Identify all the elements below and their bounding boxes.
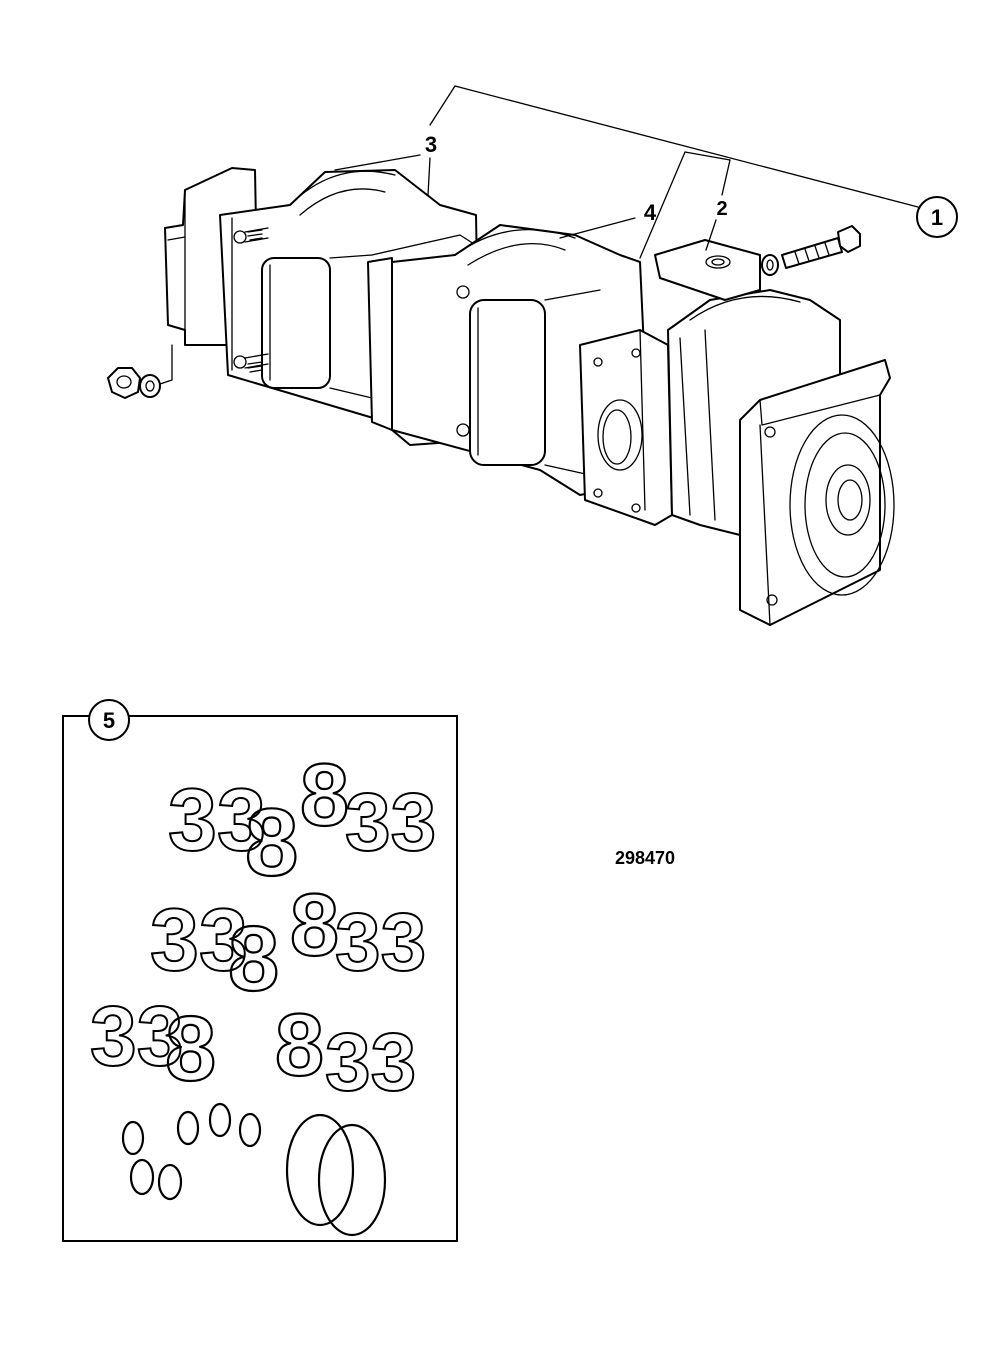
- callout-circle-5: [88, 699, 130, 741]
- seal-kit-frame: [62, 715, 458, 1242]
- large-o-rings: [285, 1113, 387, 1237]
- large-o-ring: [285, 1113, 355, 1227]
- o-ring: [129, 1158, 155, 1196]
- top-mounting-block: [654, 239, 761, 301]
- seal-kit-box: 5 33 8 8 33 33 8 8 33 33 8 8 33: [62, 699, 458, 1242]
- callout-label-2: 2: [716, 198, 727, 220]
- nut-leader: [159, 344, 173, 385]
- callout-circle-1: [916, 196, 958, 238]
- section-cover-plate-2: [469, 299, 546, 466]
- tie-rod-studs: [247, 229, 263, 373]
- o-ring: [157, 1163, 183, 1201]
- o-ring: [121, 1120, 145, 1156]
- hex-bolt: [781, 225, 861, 269]
- wear-plate-seal-5: 8: [165, 998, 216, 1100]
- seal-set-row-3: 33 8 8 33: [89, 988, 417, 1109]
- small-o-rings: [121, 1102, 262, 1201]
- backup-ring-pair-3: 33: [150, 890, 248, 989]
- leader-1-to-3: [429, 85, 456, 126]
- o-ring: [238, 1112, 262, 1148]
- backup-ring-pair-6: 33: [325, 1017, 416, 1108]
- leader-4: [559, 217, 636, 239]
- leader-1: [454, 85, 919, 208]
- drawing-part-number: 298470: [615, 848, 675, 868]
- leader-to-2: [721, 159, 731, 196]
- wear-plate-seal-6: 8: [275, 995, 324, 1094]
- callout-1: 1: [916, 196, 958, 238]
- backup-ring-pair-2: 33: [345, 777, 436, 868]
- wear-plate-seal-1: 8: [245, 789, 298, 896]
- hex-nut: [107, 367, 141, 399]
- backup-ring-pair-4: 33: [335, 897, 426, 988]
- o-ring: [176, 1110, 200, 1146]
- leader-2-part: [705, 219, 717, 251]
- leader-to-section: [639, 151, 686, 259]
- callout-label-3: 3: [425, 132, 437, 157]
- callout-label-5: 5: [103, 708, 115, 733]
- leader-3b: [427, 157, 431, 196]
- leader-3a: [334, 154, 421, 171]
- section-cover-plate: [261, 257, 331, 389]
- callout-label-1: 1: [931, 205, 943, 230]
- leader-1-junction: [684, 151, 731, 161]
- backup-ring-pair-1: 33: [168, 770, 266, 869]
- mounting-flange: [739, 359, 895, 626]
- seal-set-row-2: 33 8 8 33: [149, 874, 427, 1011]
- nut-washer: [139, 374, 161, 398]
- leader-lines: [334, 85, 919, 259]
- wear-plate-seal-3: 8: [228, 908, 279, 1010]
- backup-ring-pair-5: 33: [90, 989, 183, 1083]
- o-ring: [208, 1102, 232, 1138]
- large-o-ring: [317, 1123, 387, 1237]
- port-plate: [579, 329, 673, 526]
- callout-label-4: 4: [644, 200, 657, 225]
- wear-plate-seal-4: 8: [290, 875, 339, 974]
- seal-set-row-1: 33 8 8 33: [167, 744, 437, 897]
- wear-plate-seal-2: 8: [300, 745, 349, 844]
- hydraulic-pump-assembly: [107, 167, 895, 626]
- bolt-washer: [761, 254, 779, 276]
